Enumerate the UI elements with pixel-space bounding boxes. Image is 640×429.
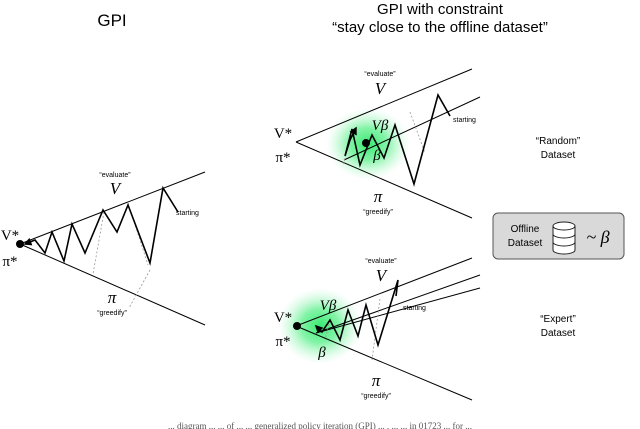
right-title-line1: GPI with constraint — [377, 1, 504, 18]
left-gpi-panel: GPI V* π* “evaluate” V π “greedify” star… — [1, 11, 206, 326]
left-title: GPI — [97, 11, 126, 30]
database-icon — [552, 221, 576, 255]
value-line — [295, 68, 473, 143]
random-v-beta-label: Vβ — [372, 118, 389, 134]
random-beta-label: β — [372, 148, 381, 164]
left-greedify-label: “greedify” — [97, 310, 127, 317]
constrained-value-line — [315, 274, 481, 334]
right-title-line2: “stay close to the offline dataset” — [332, 19, 548, 36]
left-iteration-path — [23, 185, 179, 267]
tilde-beta-label: ~ β — [586, 227, 609, 247]
random-v-star: V* — [274, 126, 292, 142]
expert-dashed-guides — [324, 298, 381, 361]
value-line — [19, 171, 206, 245]
policy-line — [19, 243, 206, 326]
left-dashed-guides — [44, 202, 151, 309]
random-pi-label: π — [374, 187, 383, 206]
expert-dataset-diagram: V* π* “evaluate” V Vβ β π “greedify” sta… — [274, 257, 576, 401]
left-pi-label: π — [108, 288, 117, 307]
expert-v-star: V* — [274, 310, 292, 326]
expert-evaluate-label: “evaluate” — [365, 258, 397, 265]
random-beta-dot — [362, 139, 370, 147]
random-pi-star: π* — [275, 150, 290, 166]
random-dataset-title: “Random” — [536, 136, 580, 147]
expert-dataset-title: “Expert” — [540, 314, 576, 325]
offline-dataset-box: Offline Dataset ~ β — [492, 212, 625, 260]
left-optimum-dot — [16, 240, 24, 248]
left-evaluate-label: “evaluate” — [99, 172, 131, 179]
expert-optimum-dot — [293, 322, 301, 330]
random-v-label: V — [375, 79, 388, 98]
random-iteration-path — [344, 92, 451, 187]
random-dataset-diagram: V* π* “evaluate” V Vβ β π “greedify” sta… — [274, 68, 580, 219]
left-pi-star: π* — [2, 254, 17, 270]
expert-pi-label: π — [372, 371, 381, 390]
expert-greedify-label: “greedify” — [361, 393, 391, 400]
expert-beta-label: β — [317, 345, 326, 361]
value-line — [295, 257, 473, 327]
offline-label-line1: Offline — [511, 224, 540, 235]
policy-line — [295, 141, 473, 219]
random-dashed-guides — [342, 111, 426, 167]
random-evaluate-label: “evaluate” — [364, 71, 396, 78]
left-v-label: V — [110, 179, 123, 198]
offline-label-line2: Dataset — [508, 238, 543, 249]
random-greedify-label: “greedify” — [363, 209, 393, 216]
expert-starting-label: starting — [403, 305, 426, 312]
policy-line — [295, 325, 473, 401]
expert-pi-star: π* — [275, 334, 290, 350]
left-v-star: V* — [1, 228, 19, 244]
left-starting-label: starting — [176, 210, 199, 217]
random-starting-label: starting — [453, 117, 476, 124]
random-dataset-sub: Dataset — [541, 150, 576, 161]
expert-v-beta-label: Vβ — [320, 298, 337, 314]
expert-dataset-sub: Dataset — [541, 328, 576, 339]
caption-cutoff: ... diagram ... ... of ... ... generaliz… — [168, 421, 472, 429]
expert-iteration-path — [314, 279, 399, 348]
expert-v-label: V — [376, 266, 389, 285]
